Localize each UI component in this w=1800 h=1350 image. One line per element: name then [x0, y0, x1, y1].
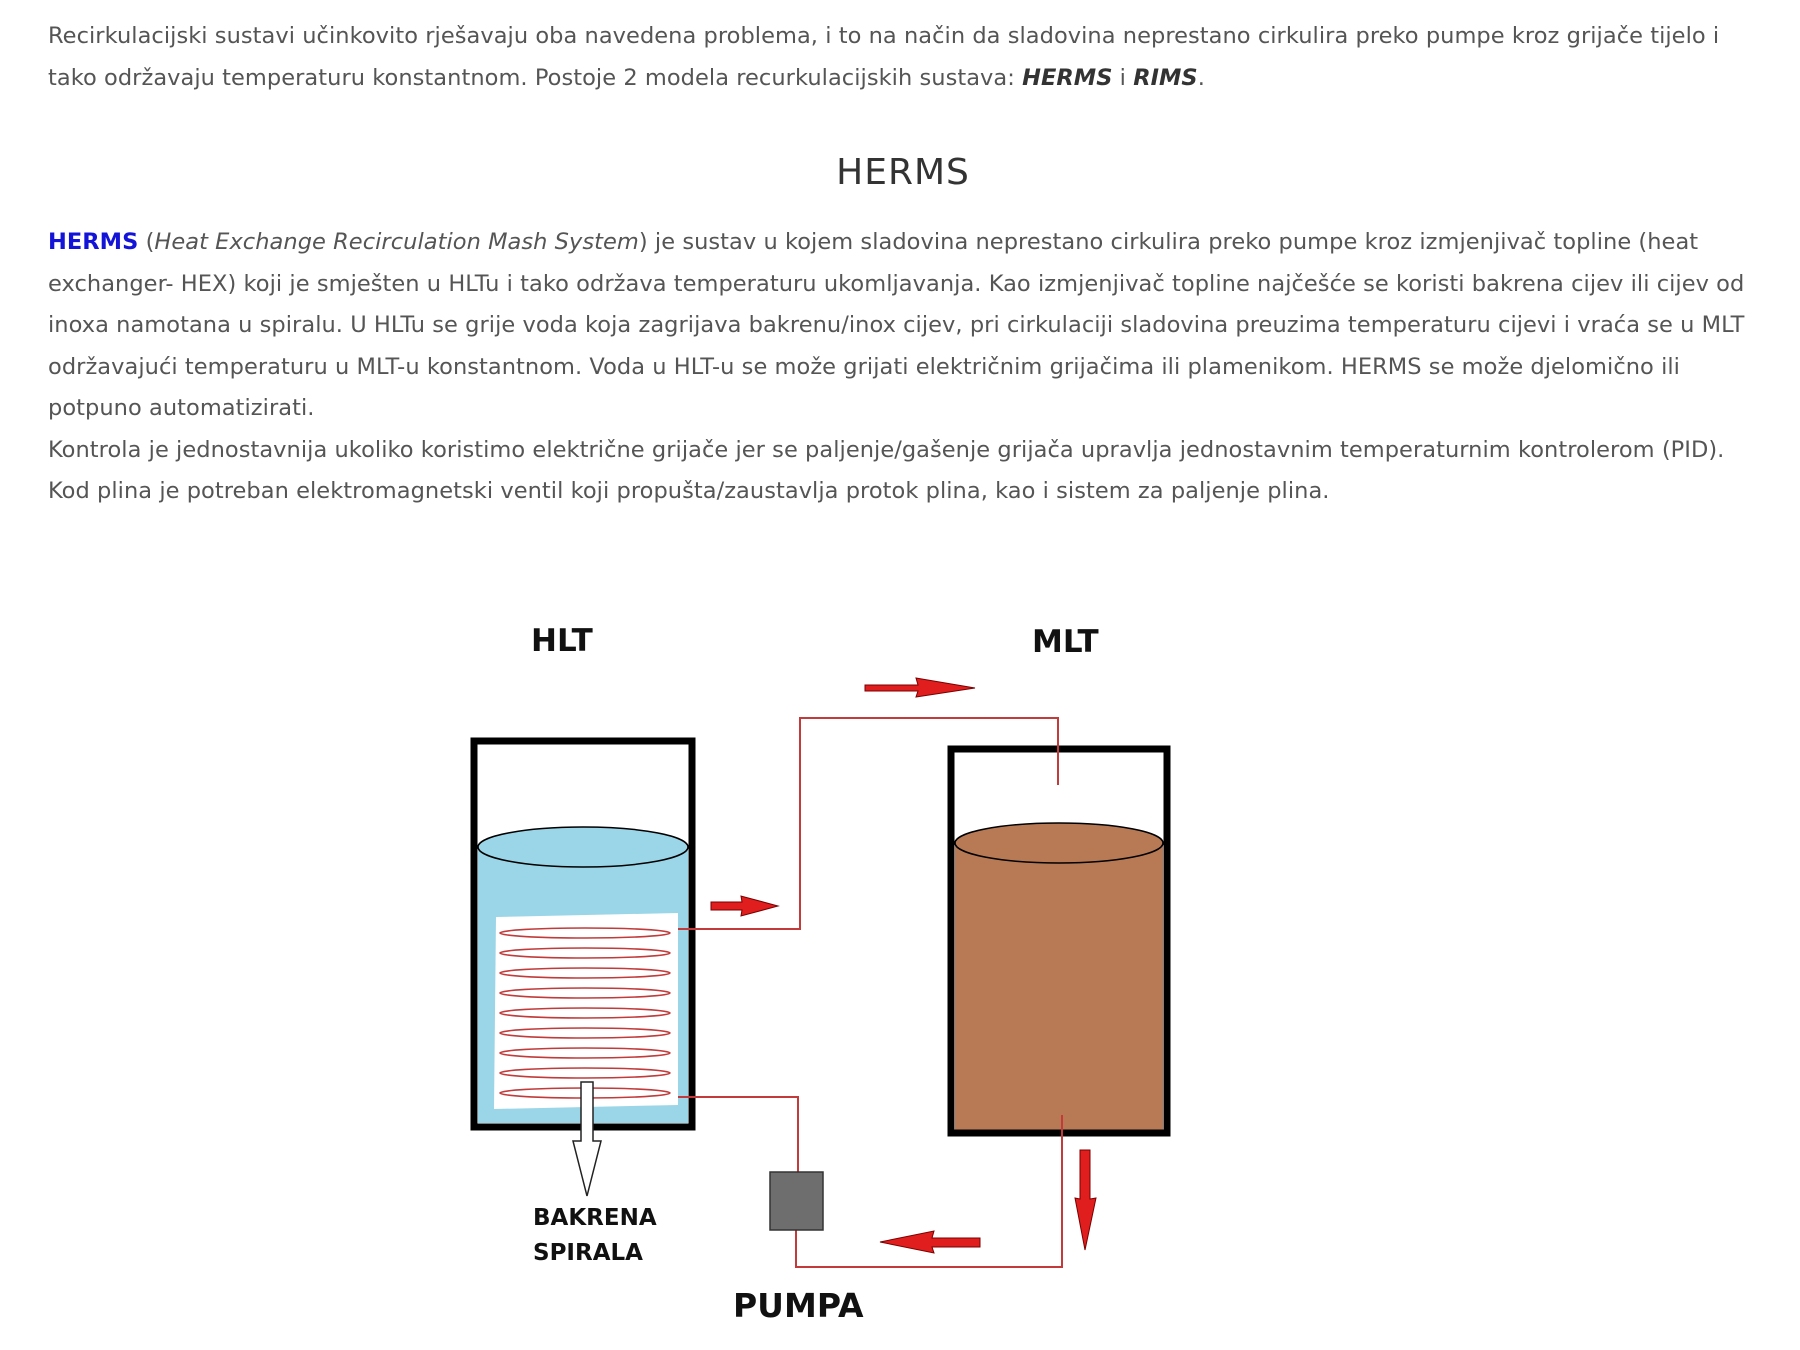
pipe-coil-to-pump	[678, 1096, 799, 1172]
label-coil-line2: SPIRALA	[533, 1240, 643, 1266]
term-herms: HERMS	[1022, 64, 1113, 91]
herms-open-paren: (	[138, 229, 155, 255]
hlt-coil-area	[494, 913, 678, 1109]
label-pump: PUMPA	[733, 1286, 864, 1325]
intro-text: Recirkulacijski sustavi učinkovito rješa…	[48, 23, 1720, 91]
intro-paragraph: Recirkulacijski sustavi učinkovito rješa…	[48, 16, 1758, 99]
pump-box	[769, 1171, 824, 1231]
pipe-coil-to-mlt	[678, 717, 1059, 930]
control-text: Kontrola je jednostavnija ukoliko korist…	[48, 436, 1725, 505]
hlt-water-surface	[477, 826, 689, 868]
pipes	[678, 717, 1063, 1268]
article-body: Recirkulacijski sustavi učinkovito rješa…	[48, 16, 1758, 513]
flow-arrows	[710, 677, 1097, 1254]
arrow-right-middle-icon	[710, 895, 780, 917]
label-hlt: HLT	[531, 623, 593, 659]
herms-link[interactable]: HERMS	[48, 229, 139, 255]
intro-joiner: i	[1112, 64, 1134, 91]
arrow-right-top-icon	[864, 677, 976, 698]
arrow-left-icon	[879, 1230, 981, 1254]
herms-description: ) je sustav u kojem sladovina neprestano…	[48, 229, 1745, 421]
herms-diagram: HLT MLT BAKRENA SPIRALA PUMPA	[0, 585, 1800, 1345]
mlt-tank	[947, 745, 1171, 1137]
intro-end: .	[1197, 64, 1205, 91]
label-coil-line1: BAKRENA	[533, 1205, 657, 1231]
term-rims: RIMS	[1133, 64, 1198, 91]
arrow-down-icon	[1074, 1149, 1097, 1251]
pipe-pump-to-mlt	[795, 1115, 1063, 1268]
hlt-tank	[470, 737, 696, 1131]
herms-full-name: Heat Exchange Recirculation Mash System	[154, 229, 639, 255]
label-mlt: MLT	[1032, 624, 1099, 660]
coil-outlet-arrow-icon	[572, 1081, 602, 1197]
section-title: HERMS	[836, 152, 970, 193]
mlt-wort-surface	[954, 822, 1164, 864]
herms-diagram-svg: HLT MLT BAKRENA SPIRALA PUMPA	[470, 623, 1171, 1325]
herms-paragraph: HERMS (Heat Exchange Recirculation Mash …	[48, 222, 1758, 513]
mlt-wort	[955, 843, 1163, 1130]
